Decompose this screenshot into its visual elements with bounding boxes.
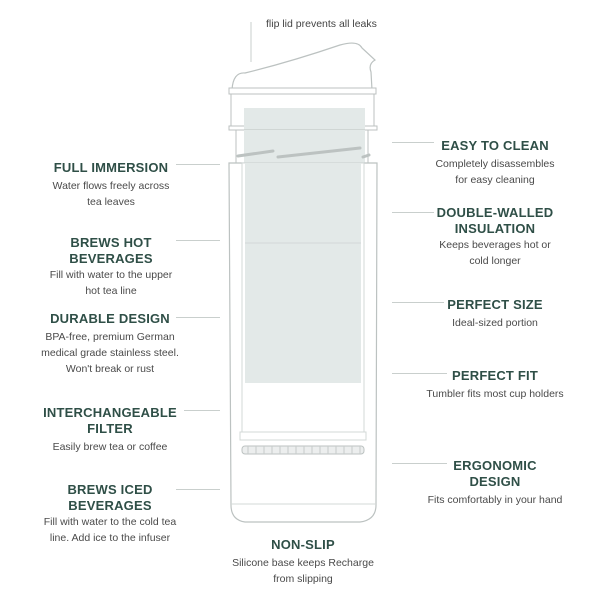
feature-title: BREWS HOT BEVERAGES xyxy=(69,235,153,266)
feature-desc: Completely disassembles for easy cleanin… xyxy=(435,158,555,186)
feature-title: DOUBLE-WALLED INSULATION xyxy=(436,205,554,236)
feature-desc: Fill with water to the cold tea line. Ad… xyxy=(43,516,177,544)
leader-line xyxy=(176,317,220,318)
feature-brews-iced: BREWS ICED BEVERAGES Fill with water to … xyxy=(30,482,190,546)
feature-desc: Fits comfortably in your hand xyxy=(427,494,563,506)
flip-lid-callout: flip lid prevents all leaks xyxy=(266,18,377,30)
feature-desc: Ideal-sized portion xyxy=(452,317,538,329)
feature-title: DURABLE DESIGN xyxy=(50,311,170,326)
leader-line xyxy=(392,212,434,213)
feature-full-immersion: FULL IMMERSION Water flows freely across… xyxy=(40,160,182,210)
feature-non-slip: NON-SLIP Silicone base keeps Recharge fr… xyxy=(220,537,386,587)
feature-title: BREWS ICED BEVERAGES xyxy=(67,482,153,513)
leader-line xyxy=(392,142,434,143)
leader-line xyxy=(392,302,444,303)
feature-title: INTERCHANGEABLE FILTER xyxy=(43,405,177,436)
feature-title: ERGONOMIC DESIGN xyxy=(453,458,537,489)
feature-desc: Keeps beverages hot or cold longer xyxy=(439,239,551,267)
feature-title: PERFECT SIZE xyxy=(447,297,543,312)
feature-perfect-size: PERFECT SIZE Ideal-sized portion xyxy=(420,297,570,331)
feature-desc: Tumbler fits most cup holders xyxy=(426,388,564,400)
feature-durable-design: DURABLE DESIGN BPA-free, premium German … xyxy=(30,311,190,377)
leader-line xyxy=(176,240,220,241)
flip-lid xyxy=(231,42,377,91)
feature-brews-hot: BREWS HOT BEVERAGES Fill with water to t… xyxy=(40,235,182,299)
feature-desc: Silicone base keeps Recharge from slippi… xyxy=(232,557,374,585)
feature-ergonomic-design: ERGONOMIC DESIGN Fits comfortably in you… xyxy=(410,458,580,508)
leader-line xyxy=(392,463,447,464)
feature-desc: Fill with water to the upper hot tea lin… xyxy=(49,269,173,297)
feature-perfect-fit: PERFECT FIT Tumbler fits most cup holder… xyxy=(410,368,580,402)
feature-title: EASY TO CLEAN xyxy=(441,138,549,153)
feature-desc: Easily brew tea or coffee xyxy=(52,441,168,453)
leader-line xyxy=(176,489,220,490)
feature-title: FULL IMMERSION xyxy=(53,160,169,175)
feature-desc: BPA-free, premium German medical grade s… xyxy=(41,331,179,375)
feature-interchangeable-filter: INTERCHANGEABLE FILTER Easily brew tea o… xyxy=(30,405,190,455)
leader-line xyxy=(184,410,220,411)
feature-easy-to-clean: EASY TO CLEAN Completely disassembles fo… xyxy=(420,138,570,188)
leader-line xyxy=(392,373,447,374)
feature-desc: Water flows freely across tea leaves xyxy=(52,180,170,208)
feature-title: PERFECT FIT xyxy=(452,368,538,383)
leader-line xyxy=(176,164,220,165)
feature-double-walled: DOUBLE-WALLED INSULATION Keeps beverages… xyxy=(420,205,570,269)
feature-title: NON-SLIP xyxy=(271,537,335,552)
